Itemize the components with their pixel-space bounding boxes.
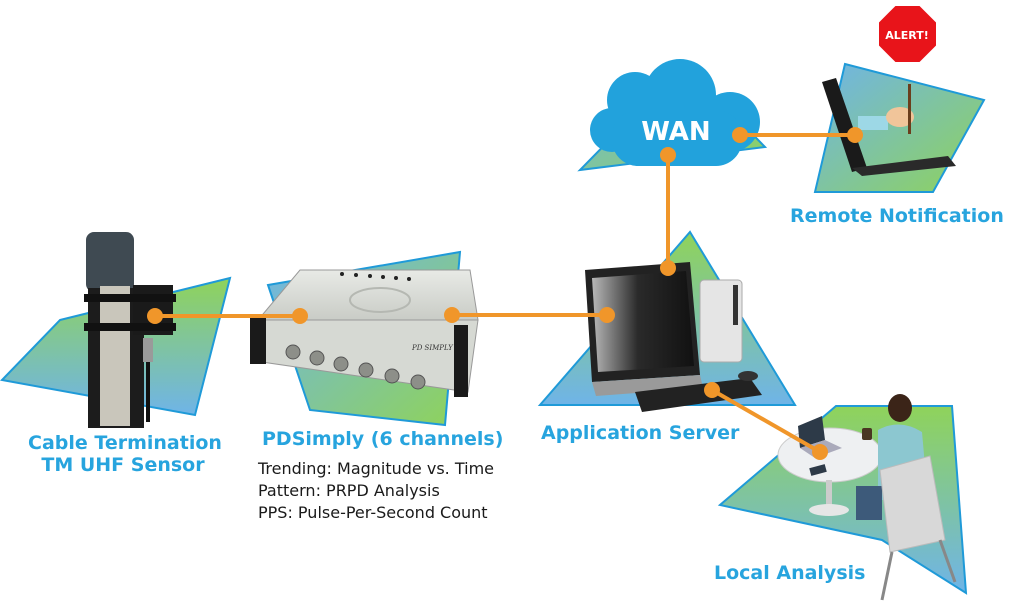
- connector-server-local: [711, 388, 821, 454]
- node-dot: [812, 444, 828, 460]
- sensor-label-line2: TM UHF Sensor: [41, 454, 205, 476]
- node-dot: [660, 147, 676, 163]
- device-brand-text: PD SIMPLY: [411, 344, 454, 352]
- node-dot: [292, 308, 308, 324]
- node-dot: [704, 382, 720, 398]
- remote-alert-illustration: ALERT!: [822, 4, 956, 176]
- alert-sign-text: ALERT!: [885, 29, 929, 42]
- pdsimply-device-illustration: PD SIMPLY: [250, 269, 479, 397]
- sensor-label-line1: Cable Termination: [28, 432, 222, 454]
- feature-pattern: Pattern: PRPD Analysis: [258, 481, 440, 500]
- wan-label: WAN: [641, 117, 710, 147]
- server-label: Application Server: [541, 422, 740, 444]
- application-server-illustration: [585, 262, 762, 412]
- wan-cloud-icon: WAN: [590, 59, 760, 166]
- cable-sensor-illustration: [84, 232, 176, 428]
- sensor-label: Cable Termination TM UHF Sensor: [28, 432, 222, 476]
- pdsimply-feature-list: Trending: Magnitude vs. Time Pattern: PR…: [258, 458, 494, 524]
- node-dot: [847, 127, 863, 143]
- connectors: [155, 133, 855, 454]
- feature-trending: Trending: Magnitude vs. Time: [258, 459, 494, 478]
- node-dot: [147, 308, 163, 324]
- local-analysis-illustration: [777, 394, 957, 601]
- node-dot: [660, 260, 676, 276]
- node-dot: [444, 307, 460, 323]
- node-dot: [599, 307, 615, 323]
- feature-pps: PPS: Pulse-Per-Second Count: [258, 503, 488, 522]
- connector-nodes: [147, 127, 863, 460]
- node-dot: [732, 127, 748, 143]
- remote-notification-label: Remote Notification: [790, 205, 1004, 227]
- local-analysis-label: Local Analysis: [714, 562, 866, 584]
- pdsimply-label: PDSimply (6 channels): [262, 428, 504, 450]
